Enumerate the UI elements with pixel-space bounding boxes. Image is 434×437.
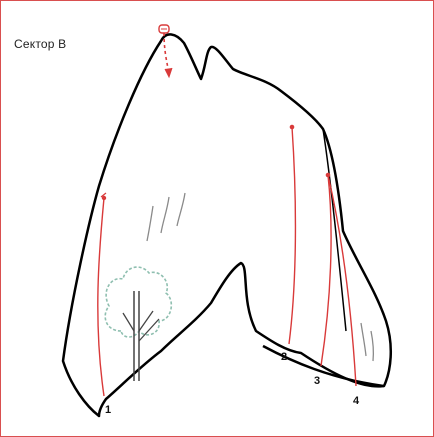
route-label-1: 1 [105, 404, 111, 416]
rock-texture [147, 193, 373, 361]
route-label-2: 2 [281, 351, 287, 363]
route-label-3: 3 [314, 375, 320, 387]
route-1 [98, 193, 106, 396]
rock-outline [63, 34, 391, 416]
summit-anchor-icon [159, 25, 172, 77]
route-label-4: 4 [353, 395, 360, 407]
route-2 [289, 125, 295, 344]
route-3 [321, 173, 331, 366]
tree-icon [105, 267, 171, 381]
